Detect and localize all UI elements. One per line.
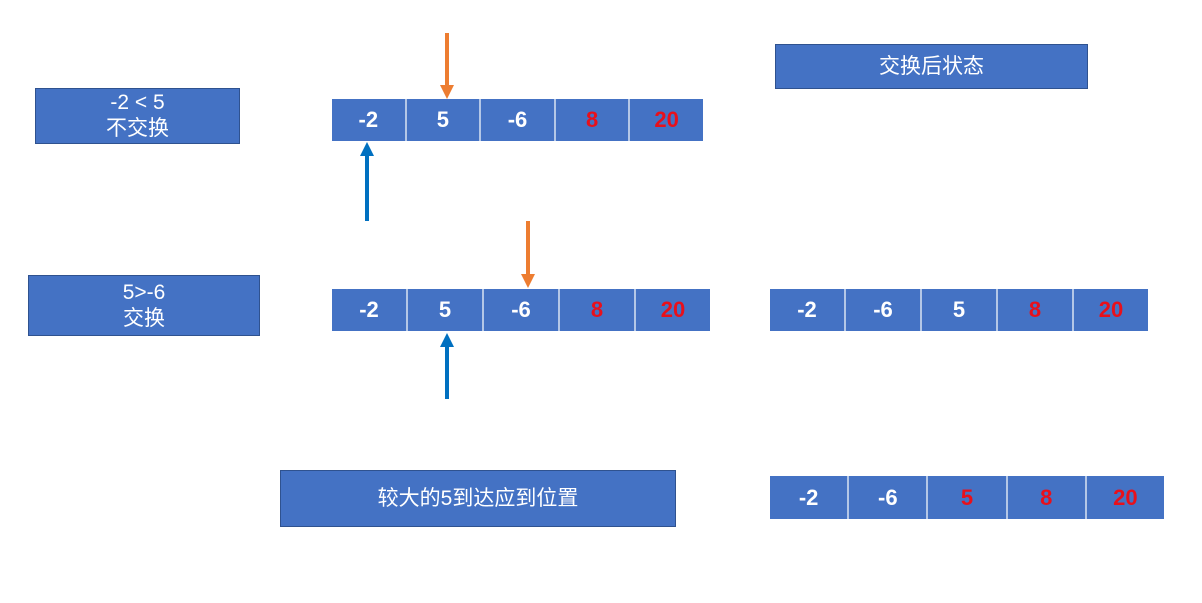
array-cell: -6 [849,476,929,519]
after-swap-header: 交换后状态 [775,44,1088,89]
step1-action: 不交换 [106,117,169,140]
array-cell: -6 [846,289,922,331]
array-cell-sorted: 20 [1074,289,1148,331]
result-caption: 较大的5到达应到位置 [280,470,676,527]
array-cell-sorted: 8 [555,99,631,141]
array-cell-sorted: 5 [928,476,1008,519]
step2-array: -2 5 -6 8 20 [332,289,710,331]
result-caption-text: 较大的5到达应到位置 [377,486,579,510]
array-cell-sorted: 20 [636,289,710,331]
array-cell: -2 [770,289,846,331]
step2-comparison: 5>-6 [122,280,166,304]
step2-after-array: -2 -6 5 8 20 [770,289,1148,331]
after-swap-header-text: 交换后状态 [879,54,984,78]
array-cell-sorted: 20 [1086,476,1165,519]
down-arrow-icon [440,33,454,99]
array-cell: -2 [332,289,408,331]
array-cell: -6 [481,99,556,141]
array-cell: 5 [406,99,482,141]
array-cell-sorted: 20 [630,99,703,141]
array-cell: 5 [408,289,484,331]
array-cell: -6 [484,289,560,331]
array-cell: 5 [922,289,998,331]
step1-label: -2 < 5 不交换 [35,88,240,144]
step2-label: 5>-6 交换 [28,275,260,336]
up-arrow-icon [440,333,454,399]
array-cell: -2 [332,99,407,141]
array-cell-sorted: 8 [560,289,636,331]
up-arrow-icon [360,142,374,221]
array-cell: -2 [770,476,850,519]
array-cell-sorted: 8 [1007,476,1087,519]
down-arrow-icon [521,221,535,288]
array-cell-sorted: 8 [998,289,1074,331]
step1-comparison: -2 < 5 [110,91,165,114]
result-array: -2 -6 5 8 20 [770,476,1165,519]
step1-array: -2 5 -6 8 20 [332,99,703,141]
step2-action: 交换 [123,306,165,330]
